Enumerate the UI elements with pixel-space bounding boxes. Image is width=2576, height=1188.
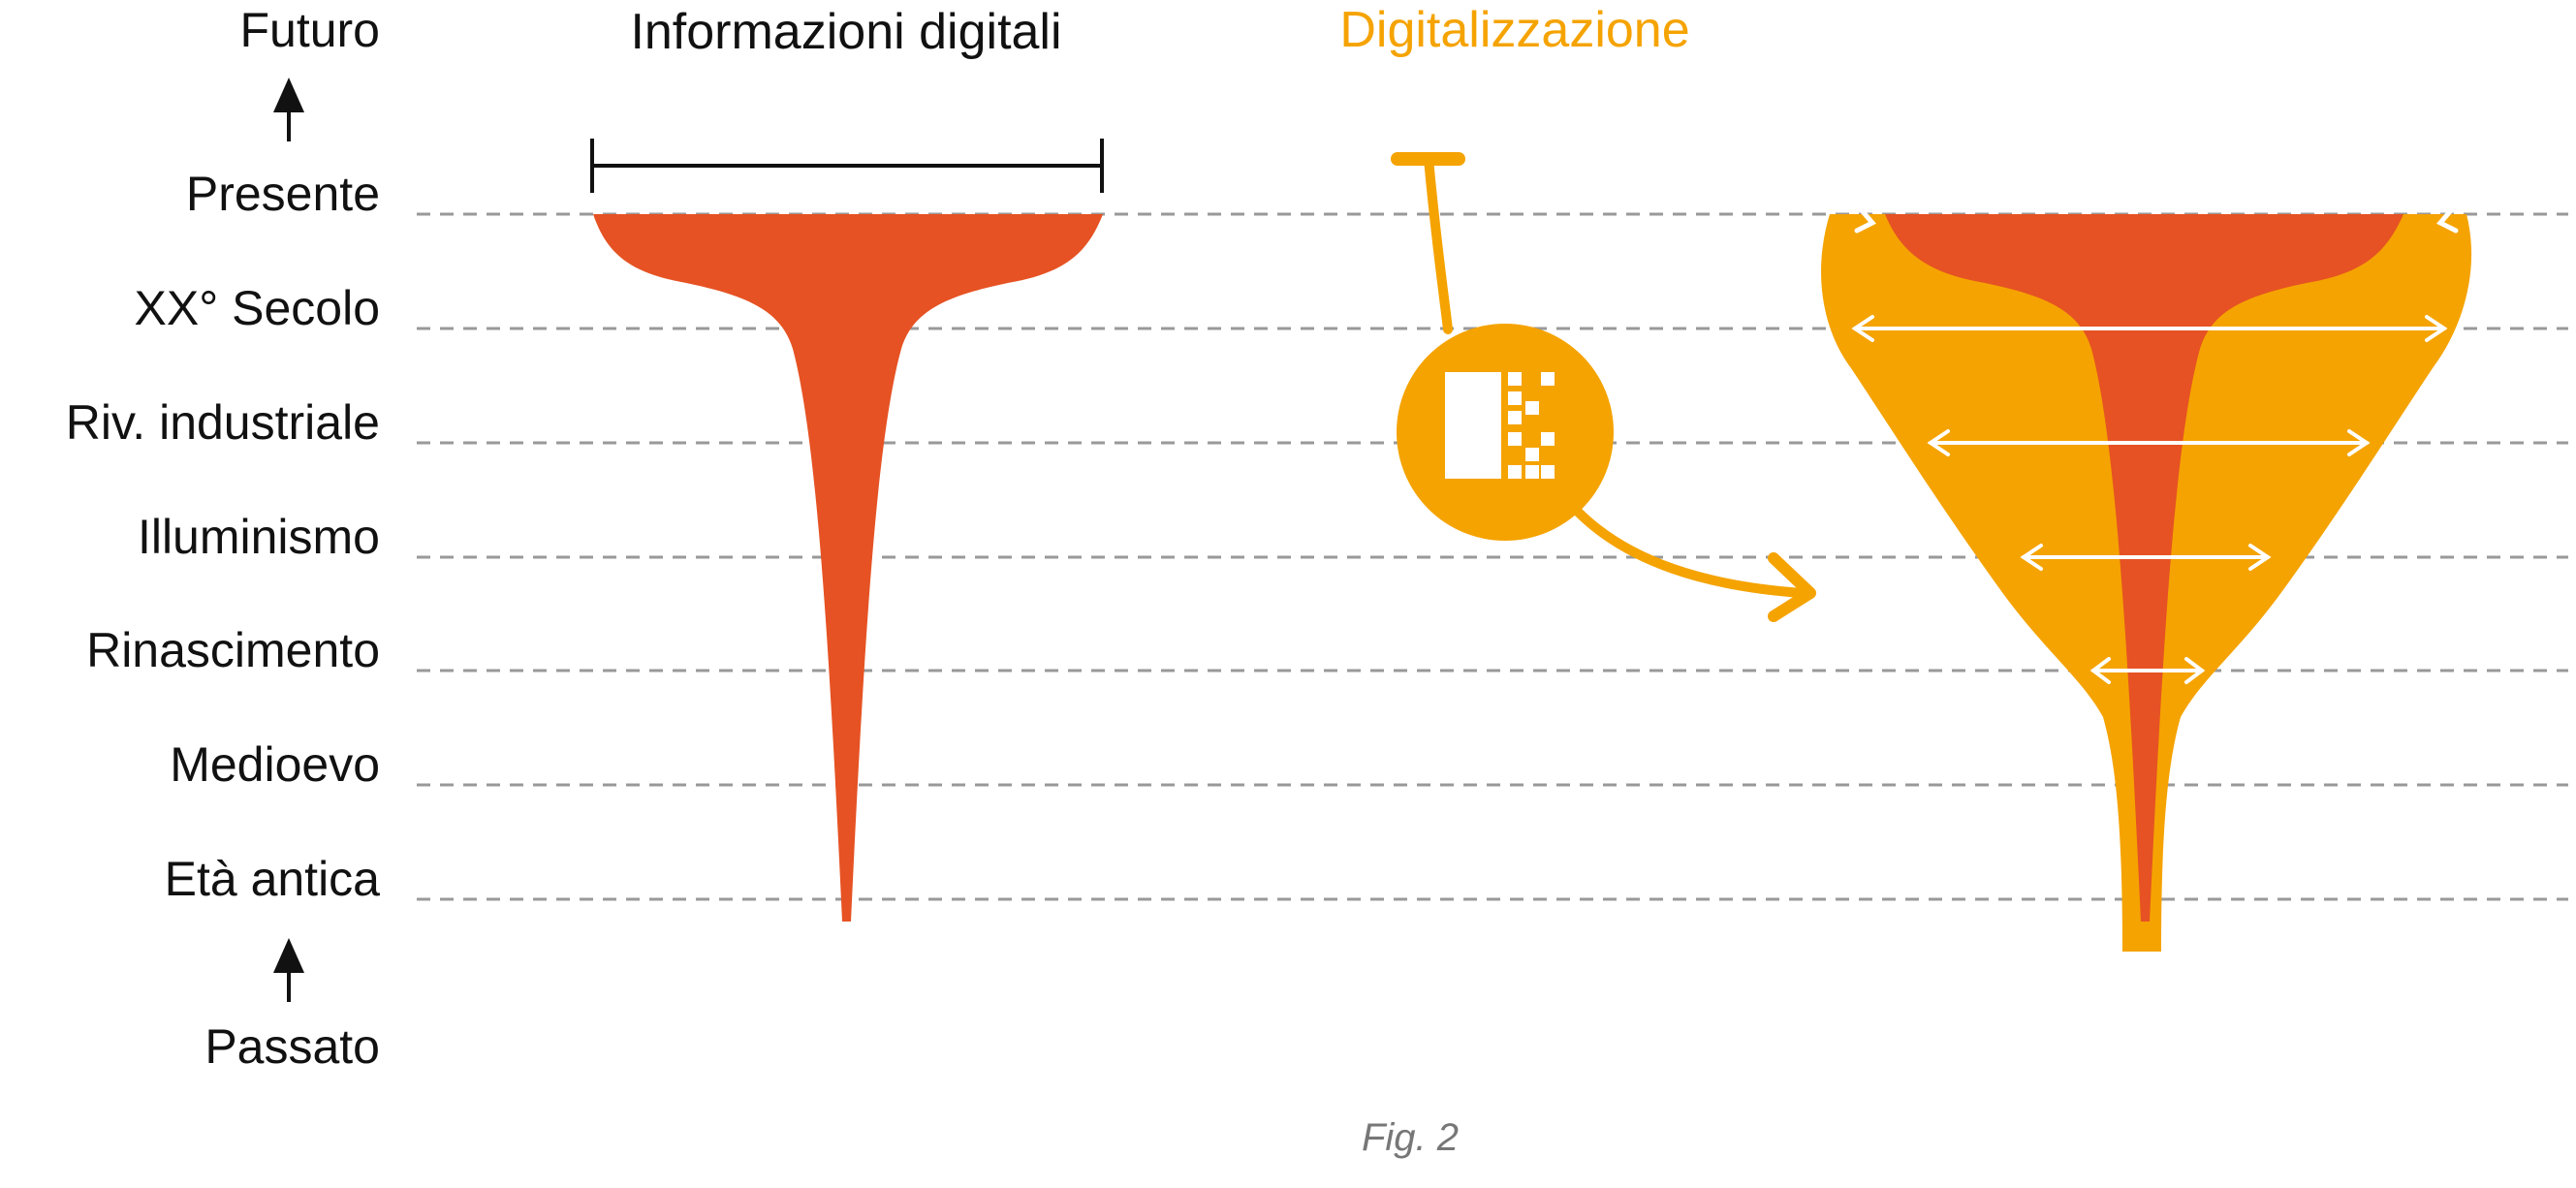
era-label-eta-antica: Età antica — [165, 852, 381, 906]
era-label-rinascimento: Rinascimento — [86, 623, 380, 677]
connector-line — [1424, 154, 1453, 334]
future-label: Futuro — [239, 3, 380, 57]
digitization-pixel-icon — [1391, 152, 1816, 622]
connector-arrowhead-icon — [1768, 552, 1816, 622]
digital-information-funnel-inner — [1885, 214, 2403, 922]
expansion-arrow-riv-industriale — [1927, 429, 2371, 456]
span-bracket-icon — [590, 139, 1104, 193]
era-label-medioevo: Medioevo — [170, 737, 380, 792]
right-diagram: Digitalizzazione — [1339, 2, 2472, 952]
digital-information-funnel — [593, 214, 1103, 922]
era-label-riv-industriale: Riv. industriale — [66, 395, 380, 450]
era-label-presente: Presente — [186, 167, 380, 221]
past-label: Passato — [204, 1019, 380, 1074]
corner-notch-icons — [1854, 206, 2459, 234]
timeline-axis: Futuro Presente XX° Secolo Riv. industri… — [66, 3, 380, 1074]
left-diagram: Informazioni digitali — [590, 4, 1104, 922]
era-label-xx-secolo: XX° Secolo — [135, 281, 380, 335]
figure-caption: Fig. 2 — [1362, 1116, 1459, 1159]
right-diagram-title: Digitalizzazione — [1339, 2, 1689, 58]
expansion-arrow-xx-secolo — [1851, 315, 2448, 342]
expansion-arrow-illuminismo — [2020, 544, 2272, 571]
era-label-illuminismo: Illuminismo — [138, 510, 380, 564]
expansion-arrow-rinascimento — [2089, 657, 2206, 684]
pixel-squares — [1508, 372, 1555, 479]
connector-arrow-curve — [1573, 507, 1807, 598]
document-rect — [1445, 372, 1501, 479]
left-diagram-title: Informazioni digitali — [630, 4, 1061, 60]
expansion-arrows — [1851, 315, 2448, 684]
